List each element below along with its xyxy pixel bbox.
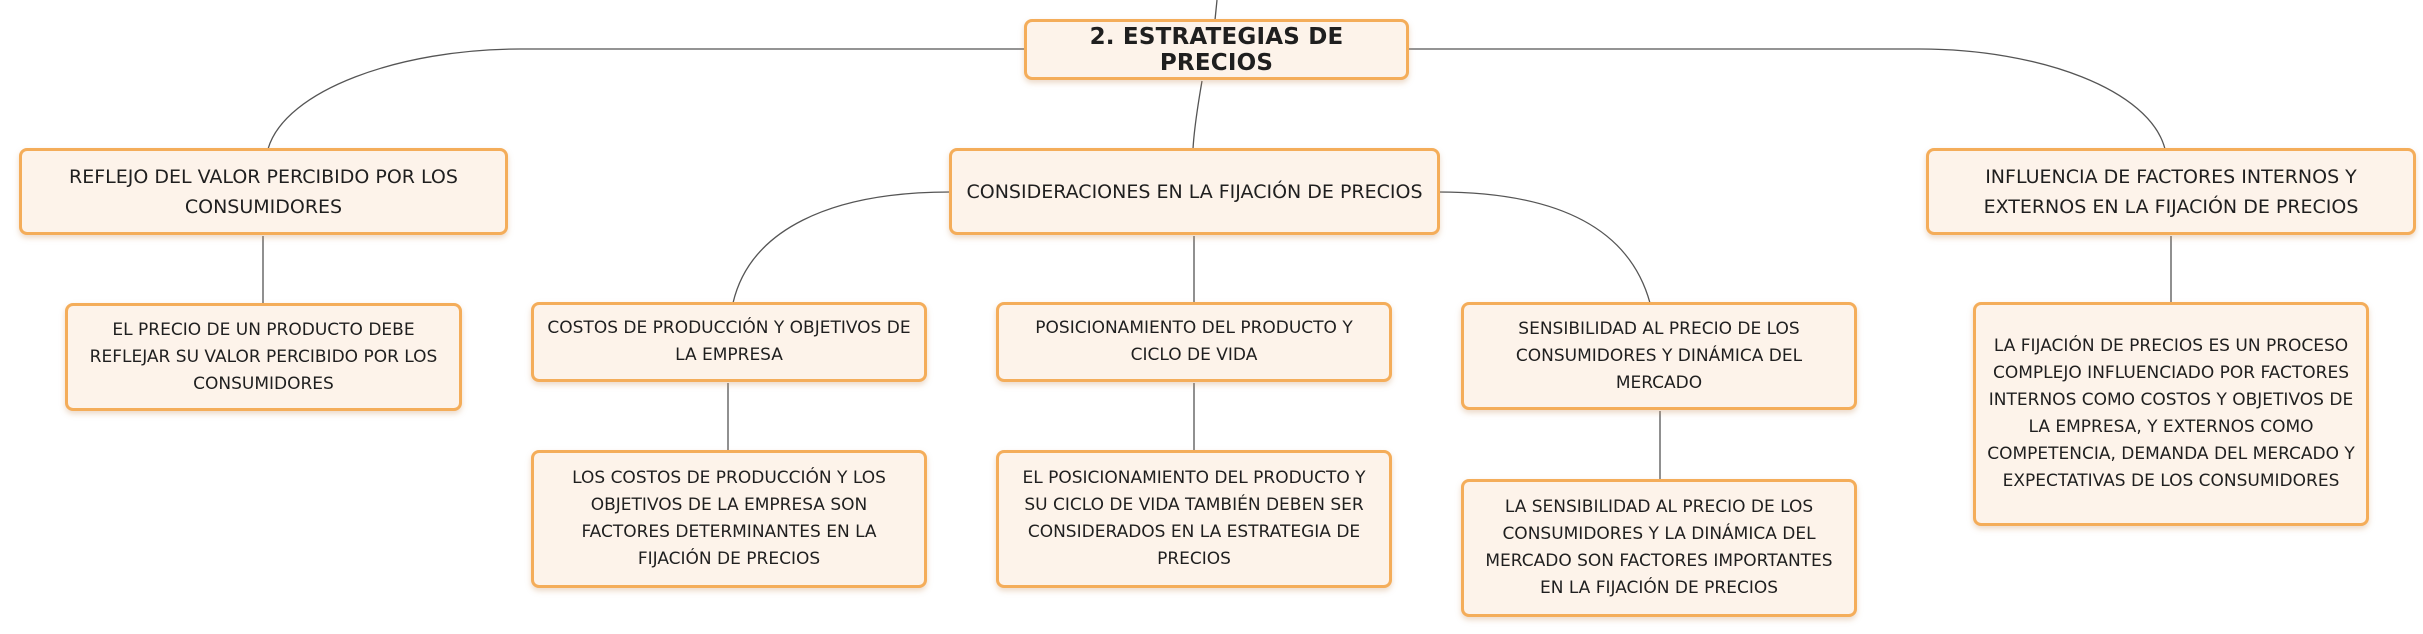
connector-branch2-sub1 <box>732 191 951 304</box>
leaf-node-label: LOS COSTOS DE PRODUCCIÓN Y LOS OBJETIVOS… <box>572 468 886 569</box>
leaf-node-label: EL POSICIONAMIENTO DEL PRODUCTO Y SU CIC… <box>1022 468 1366 569</box>
branch-node-valor-percibido[interactable]: REFLEJO DEL VALOR PERCIBIDO POR LOS CONS… <box>19 148 508 235</box>
connector-root-parent <box>1214 0 1218 21</box>
root-node-label: 2. ESTRATEGIAS DE PRECIOS <box>1089 23 1344 76</box>
connector-root-branch1 <box>267 48 1025 150</box>
sub-node-label: POSICIONAMIENTO DEL PRODUCTO Y CICLO DE … <box>1035 318 1353 365</box>
connector-root-branch3 <box>1407 48 2166 150</box>
branch-node-label: INFLUENCIA DE FACTORES INTERNOS Y EXTERN… <box>1983 165 2359 218</box>
sub-node-sensibilidad[interactable]: SENSIBILIDAD AL PRECIO DE LOS CONSUMIDOR… <box>1461 302 1857 410</box>
leaf-node-sensibilidad[interactable]: LA SENSIBILIDAD AL PRECIO DE LOS CONSUMI… <box>1461 479 1857 617</box>
leaf-node-valor-percibido[interactable]: EL PRECIO DE UN PRODUCTO DEBE REFLEJAR S… <box>65 303 462 411</box>
branch-node-consideraciones[interactable]: CONSIDERACIONES EN LA FIJACIÓN DE PRECIO… <box>949 148 1440 235</box>
sub-node-label: COSTOS DE PRODUCCIÓN Y OBJETIVOS DE LA E… <box>547 318 911 365</box>
leaf-node-factores[interactable]: LA FIJACIÓN DE PRECIOS ES UN PROCESO COM… <box>1973 302 2369 526</box>
leaf-node-label: LA FIJACIÓN DE PRECIOS ES UN PROCESO COM… <box>1987 336 2355 491</box>
sub-node-posicionamiento[interactable]: POSICIONAMIENTO DEL PRODUCTO Y CICLO DE … <box>996 302 1392 382</box>
leaf-node-posicionamiento[interactable]: EL POSICIONAMIENTO DEL PRODUCTO Y SU CIC… <box>996 450 1392 588</box>
connector-root-branch2 <box>1192 80 1203 150</box>
branch-node-label: CONSIDERACIONES EN LA FIJACIÓN DE PRECIO… <box>966 180 1423 203</box>
leaf-node-label: EL PRECIO DE UN PRODUCTO DEBE REFLEJAR S… <box>89 319 438 394</box>
sub-node-costos[interactable]: COSTOS DE PRODUCCIÓN Y OBJETIVOS DE LA E… <box>531 302 927 382</box>
leaf-node-label: LA SENSIBILIDAD AL PRECIO DE LOS CONSUMI… <box>1485 497 1833 598</box>
sub-node-label: SENSIBILIDAD AL PRECIO DE LOS CONSUMIDOR… <box>1515 318 1803 393</box>
connector-branch2-sub3 <box>1437 191 1651 304</box>
branch-node-factores[interactable]: INFLUENCIA DE FACTORES INTERNOS Y EXTERN… <box>1926 148 2416 235</box>
branch-node-label: REFLEJO DEL VALOR PERCIBIDO POR LOS CONS… <box>69 165 458 218</box>
leaf-node-costos[interactable]: LOS COSTOS DE PRODUCCIÓN Y LOS OBJETIVOS… <box>531 450 927 588</box>
root-node[interactable]: 2. ESTRATEGIAS DE PRECIOS <box>1024 19 1409 80</box>
